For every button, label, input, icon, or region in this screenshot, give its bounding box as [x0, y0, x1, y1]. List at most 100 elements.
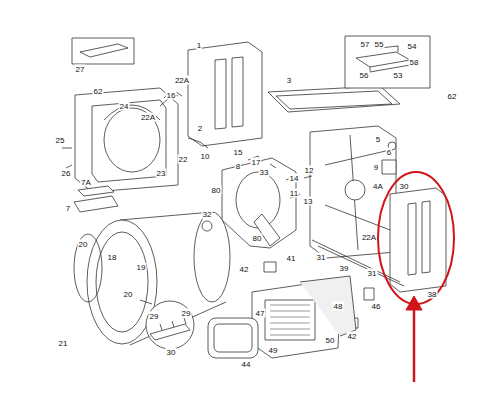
callout-number: 22 [178, 155, 189, 164]
callout-number: 55 [374, 40, 385, 49]
callout-number: 22A [140, 113, 156, 122]
callout-number: 30 [166, 348, 177, 357]
callout-number: 9 [373, 163, 379, 172]
front-panel-inner [92, 100, 166, 182]
callout-number: 16 [166, 91, 177, 100]
drum-seal [74, 234, 102, 302]
callout-number: 7 [65, 204, 71, 213]
callout-number: 44 [241, 360, 252, 369]
control-board [356, 52, 410, 72]
callout-number: 39 [339, 264, 350, 273]
callout-number: 22A [361, 233, 377, 242]
callout-number: 22A [174, 76, 190, 85]
callout-number: 27 [75, 65, 86, 74]
callout-number: 41 [286, 254, 297, 263]
callout-number: 15 [233, 148, 244, 157]
callout-number: 62 [93, 87, 104, 96]
screw [62, 148, 72, 168]
callout-number: 56 [359, 71, 370, 80]
callout-number: 26 [61, 169, 72, 178]
callout-number: 32 [202, 210, 213, 219]
callout-number: 62 [447, 92, 458, 101]
callout-number: 14 [289, 174, 300, 183]
callout-number: 80 [252, 234, 263, 243]
baffle-screws [160, 318, 186, 330]
detail-leader [140, 300, 152, 304]
drum-opening [96, 232, 148, 332]
callout-number: 7A [80, 178, 92, 187]
callout-number: 10 [200, 152, 211, 161]
callout-number: 29 [181, 309, 192, 318]
heater-coil [270, 305, 310, 335]
callout-number: 58 [409, 58, 420, 67]
callout-number: 53 [393, 71, 404, 80]
callout-number: 4A [372, 182, 384, 191]
callout-number: 11 [289, 189, 299, 198]
callout-number: 31 [367, 269, 378, 278]
callout-number: 33 [259, 168, 270, 177]
gasket [208, 318, 258, 358]
baffle-detail [146, 301, 194, 349]
rear-panel [310, 126, 396, 258]
rear-bracing [325, 135, 390, 250]
callout-number: 38 [427, 290, 438, 299]
callout-number: 18 [107, 253, 118, 262]
callout-number: 31 [316, 253, 327, 262]
part-box [345, 36, 430, 88]
callout-number: 57 [360, 40, 371, 49]
callout-number: 48 [333, 302, 344, 311]
heat-shield [300, 276, 356, 336]
door-opening [104, 108, 160, 172]
callout-number: 1 [196, 41, 202, 50]
part-17 [248, 156, 276, 168]
panel-slots [215, 57, 243, 129]
rear-hub [345, 180, 365, 200]
callout-number: 8 [235, 162, 241, 171]
drum-bearing [202, 221, 212, 231]
callout-number: 46 [371, 302, 382, 311]
callout-number: 2 [197, 124, 203, 133]
side-panel [390, 188, 446, 292]
callout-number: 47 [255, 309, 266, 318]
part-box [72, 38, 134, 64]
top-panel-edge [276, 91, 392, 109]
highlight-ellipse [378, 172, 454, 304]
heater-grille [265, 300, 315, 340]
callout-number: 80 [211, 186, 222, 195]
callout-number: 5 [375, 135, 381, 144]
side-panel [188, 42, 262, 146]
part-27 [80, 44, 128, 57]
callout-number: 6 [386, 148, 392, 157]
arrow-head [406, 296, 422, 310]
callout-number: 42 [239, 265, 250, 274]
part-7 [74, 196, 118, 212]
callout-number: 19 [136, 263, 147, 272]
callout-number: 21 [58, 339, 69, 348]
callout-number: 20 [78, 240, 89, 249]
part-30 [382, 160, 396, 174]
callout-number: 29 [149, 312, 160, 321]
panel-slots [408, 201, 430, 275]
callout-number: 54 [407, 42, 418, 51]
rear-bulkhead [222, 158, 296, 248]
callout-number: 17 [251, 158, 262, 167]
callout-number: 20 [123, 290, 134, 299]
callout-number: 12 [304, 166, 315, 175]
highlight-arrow [413, 300, 416, 382]
callout-number: 23 [156, 169, 167, 178]
callout-number: 42 [347, 332, 358, 341]
part-46 [364, 288, 374, 300]
callout-number: 13 [303, 197, 314, 206]
part-7A [78, 186, 114, 196]
callout-number: 24 [119, 102, 130, 111]
top-panel [268, 86, 400, 112]
part-41 [264, 262, 276, 272]
callout-number: 30 [399, 182, 410, 191]
drum-back [194, 212, 230, 302]
callout-number: 50 [325, 336, 336, 345]
callout-number: 25 [55, 136, 66, 145]
gasket-inner [214, 324, 252, 352]
callout-number: 49 [268, 346, 279, 355]
